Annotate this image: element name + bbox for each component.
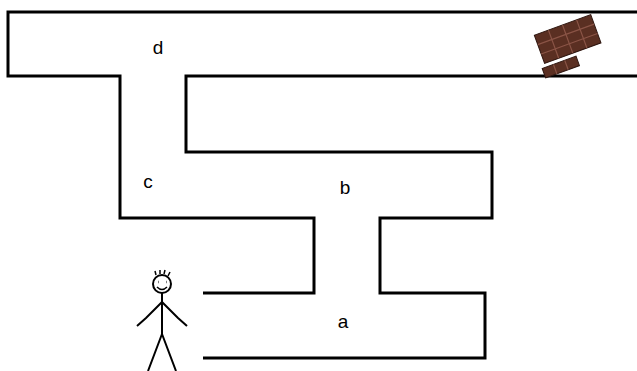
figure-body bbox=[161, 293, 163, 334]
figure-eyes bbox=[158, 281, 167, 284]
chocolate-grid bbox=[534, 15, 601, 64]
corridor-label: a bbox=[338, 312, 349, 331]
figure-head bbox=[153, 275, 171, 293]
figure-hair bbox=[155, 270, 170, 276]
figure-smile bbox=[157, 287, 167, 290]
chocolate-bar bbox=[531, 15, 606, 78]
corridor-label: b bbox=[340, 178, 351, 197]
maze-walls bbox=[8, 12, 637, 358]
chocolate-piece bbox=[542, 56, 579, 78]
figure-arms bbox=[137, 302, 187, 326]
chocolate-grid bbox=[553, 60, 568, 74]
maze-wall bbox=[186, 76, 637, 358]
stick-figure bbox=[137, 270, 187, 371]
corridor-label: d bbox=[153, 38, 164, 57]
figure-legs bbox=[148, 334, 176, 371]
corridor-label: c bbox=[143, 172, 153, 191]
chocolate-body bbox=[534, 15, 601, 64]
